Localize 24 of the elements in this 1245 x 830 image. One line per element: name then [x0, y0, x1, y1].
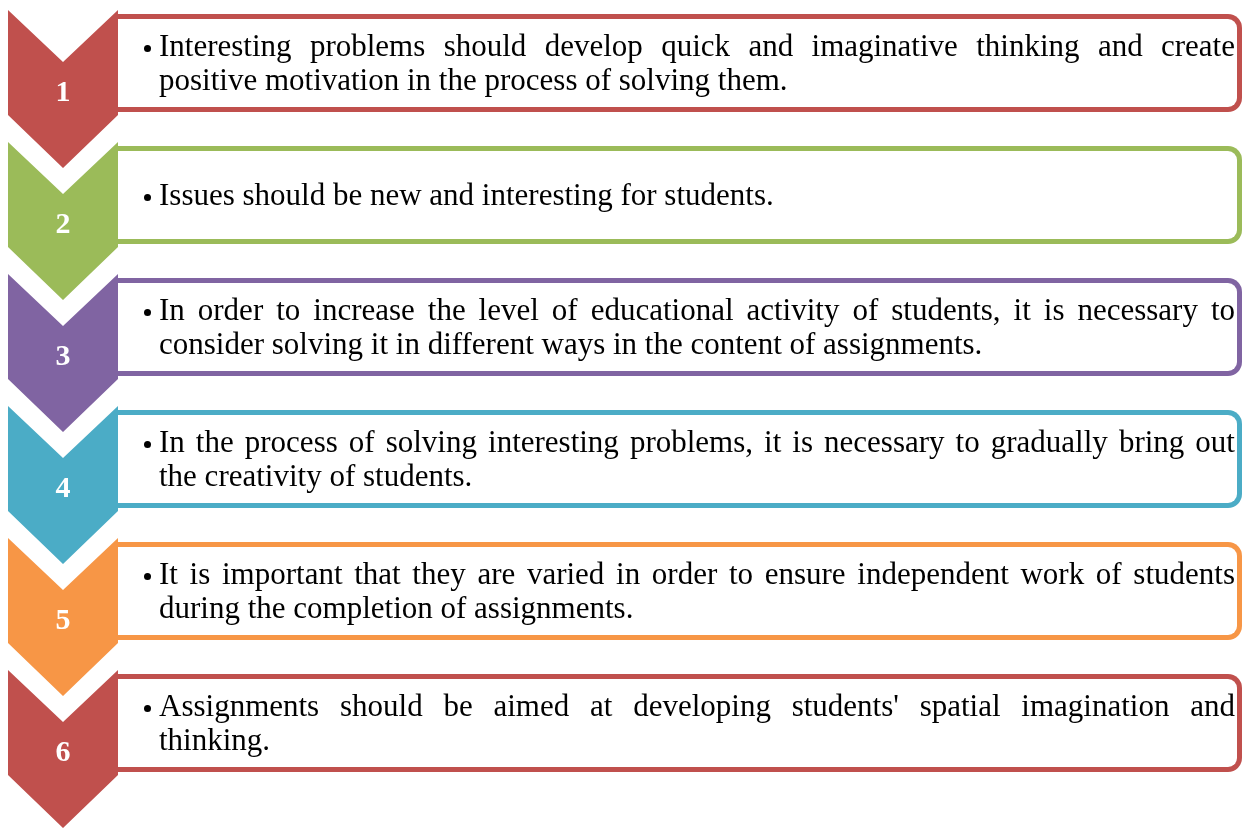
item-text: Issues should be new and interesting for students.	[159, 178, 775, 212]
item-text: It is important that they are varied in order to ensure independent work of students during the completion of assignments.	[159, 557, 1235, 625]
step-number: 3	[54, 338, 72, 372]
chevron-marker	[8, 538, 118, 696]
chevron-marker	[8, 406, 118, 564]
text-box	[118, 278, 1242, 376]
step-number: 2	[54, 206, 72, 240]
step-number: 5	[54, 602, 72, 636]
step-number: 4	[54, 470, 72, 504]
text-box	[118, 542, 1242, 640]
chevron-marker	[8, 142, 118, 300]
chevron-marker	[8, 670, 118, 828]
text-box	[118, 674, 1242, 772]
item-text: In order to increase the level of educational activity of students, it is necessary to consider solving it in different ways in the content of assignments.	[159, 293, 1235, 361]
text-box	[118, 410, 1242, 508]
chevron-marker	[8, 274, 118, 432]
item-text: Interesting problems should develop quick and imaginative thinking and create positive motivation in the process of solving them.	[159, 29, 1235, 97]
item-text: Assignments should be aimed at developing students' spatial imagination and thinking.	[159, 689, 1235, 757]
chevron-marker	[8, 10, 118, 168]
item-text: In the process of solving interesting problems, it is necessary to gradually bring out the creativity of students.	[159, 425, 1235, 493]
text-box	[118, 146, 1242, 244]
text-box	[118, 14, 1242, 112]
step-number: 6	[54, 734, 72, 768]
step-number: 1	[54, 74, 72, 108]
